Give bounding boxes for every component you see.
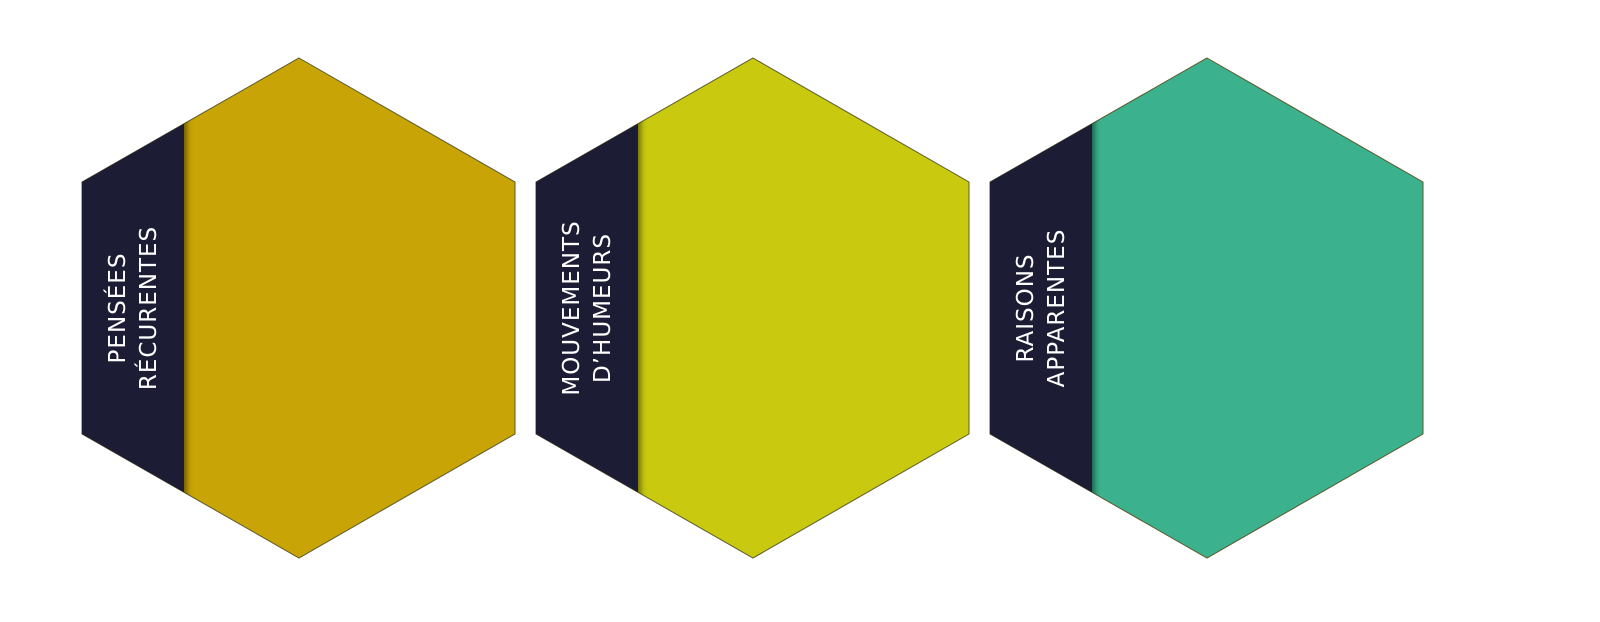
hexagon-label: PENSÉES RÉCURENTES xyxy=(103,128,165,488)
hexagon-shape xyxy=(81,57,516,559)
hexagon-label-line2: APPARENTES xyxy=(1044,228,1070,388)
hexagon-label-line2: D’HUMEURS xyxy=(590,233,616,383)
hexagon-label-line2: RÉCURENTES xyxy=(136,225,162,391)
hexagon-label-line1: MOUVEMENTS xyxy=(559,220,585,396)
hexagon-shape xyxy=(989,57,1424,559)
hexagon-label: RAISONS APPARENTES xyxy=(1011,128,1073,488)
hexagon-label-line1: PENSÉES xyxy=(105,252,131,364)
hexagon-label: MOUVEMENTS D’HUMEURS xyxy=(557,128,619,488)
hexagon-tile-raisons: RAISONS APPARENTES xyxy=(989,57,1424,559)
hexagon-shape xyxy=(535,57,970,559)
hexagon-tile-mouvements: MOUVEMENTS D’HUMEURS xyxy=(535,57,970,559)
hexagon-label-line1: RAISONS xyxy=(1013,253,1039,363)
hexagon-tile-pensees: PENSÉES RÉCURENTES xyxy=(81,57,516,559)
